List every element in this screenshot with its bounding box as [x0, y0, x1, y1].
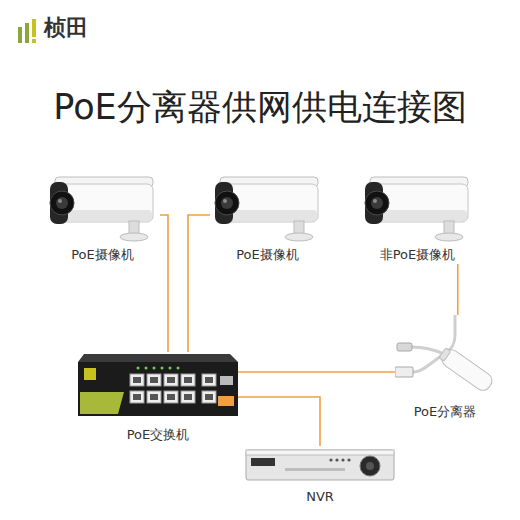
switch-top	[78, 354, 238, 362]
splitter-cable	[411, 347, 444, 354]
camera-shade	[60, 210, 152, 221]
camera-lens	[365, 191, 389, 215]
camera-shade	[225, 210, 317, 221]
device-illustration	[45, 170, 160, 244]
nvr-button	[335, 458, 338, 461]
switch-front	[78, 362, 238, 416]
switch-port	[147, 374, 161, 386]
switch-port-hole	[167, 394, 175, 400]
switch-port	[164, 374, 178, 386]
nvr-body	[246, 450, 394, 480]
logo-dot	[32, 39, 36, 43]
device-node: PoE摄像机	[45, 170, 160, 264]
network-cable	[238, 397, 320, 446]
device-node: NVR	[245, 446, 395, 506]
switch-led	[177, 367, 180, 370]
camera-lens-glint	[373, 199, 377, 203]
switch-port-hole	[150, 377, 158, 383]
camera-base	[285, 233, 313, 241]
camera-base	[120, 233, 148, 241]
rj45-plug	[395, 367, 413, 377]
camera-base	[435, 233, 463, 241]
network-cable	[238, 371, 395, 373]
nvr-button	[329, 458, 332, 461]
dc-plug	[397, 343, 412, 351]
camera-lens-inner	[371, 197, 383, 209]
switch-port	[130, 391, 144, 403]
nvr-slot	[285, 468, 345, 471]
switch-led	[161, 367, 164, 370]
switch-port	[164, 391, 178, 403]
switch-port	[181, 391, 195, 403]
device-label: 非PoE摄像机	[380, 246, 456, 264]
switch-port-hole	[150, 394, 158, 400]
nvr-panel	[251, 458, 275, 466]
network-cable	[160, 215, 168, 352]
network-cable	[457, 264, 459, 315]
device-illustration	[245, 446, 395, 484]
nvr-button	[347, 458, 350, 461]
switch-port	[202, 391, 216, 403]
switch-port-hole	[133, 394, 141, 400]
switch-strip	[218, 396, 234, 406]
switch-led	[169, 367, 172, 370]
brand-logo: 桢田	[44, 15, 88, 41]
device-node: PoE交换机	[78, 352, 238, 444]
switch-accent	[80, 392, 124, 414]
switch-port	[147, 391, 161, 403]
logo-bar	[18, 27, 22, 43]
device-illustration	[210, 170, 325, 244]
switch-port	[202, 374, 216, 386]
device-label: PoE摄像机	[71, 246, 134, 264]
switch-led	[145, 367, 148, 370]
nvr-dial	[360, 456, 380, 476]
switch-port-hole	[167, 377, 175, 383]
logo-bar	[32, 19, 36, 37]
device-illustration	[395, 315, 495, 400]
splitter-body	[439, 347, 495, 394]
camera-lens	[50, 191, 74, 215]
network-cable	[188, 215, 210, 352]
switch-port	[130, 374, 144, 386]
device-label: PoE摄像机	[236, 246, 299, 264]
switch-sfp	[220, 376, 233, 385]
device-node: 非PoE摄像机	[360, 170, 475, 264]
device-illustration	[78, 352, 238, 422]
camera-lens-glint	[223, 199, 227, 203]
logo-bar	[25, 23, 29, 43]
splitter-cap	[439, 348, 451, 361]
switch-led	[153, 367, 156, 370]
switch-badge	[84, 368, 96, 380]
switch-led	[137, 367, 140, 370]
camera-shade	[375, 210, 467, 221]
device-node: PoE分离器	[395, 315, 495, 421]
device-illustration	[360, 170, 475, 244]
device-label: PoE交换机	[127, 426, 190, 444]
switch-port-hole	[205, 377, 213, 383]
device-node: PoE摄像机	[210, 170, 325, 264]
switch-port	[181, 374, 195, 386]
device-label: PoE分离器	[414, 403, 477, 421]
logo-icon	[18, 18, 40, 44]
splitter-body-group	[437, 345, 495, 393]
nvr-button	[341, 458, 344, 461]
camera-lens	[215, 191, 239, 215]
switch-port-hole	[133, 377, 141, 383]
nvr-top	[246, 450, 394, 455]
switch-port-hole	[184, 394, 192, 400]
nvr-dial-center	[366, 462, 374, 470]
device-label: NVR	[306, 488, 334, 506]
switch-port-hole	[184, 377, 192, 383]
switch-port-hole	[205, 394, 213, 400]
camera-lens-glint	[58, 199, 62, 203]
camera-lens-inner	[221, 197, 233, 209]
diagram-title: PoE分离器供网供电连接图	[0, 86, 520, 128]
camera-lens-inner	[56, 197, 68, 209]
